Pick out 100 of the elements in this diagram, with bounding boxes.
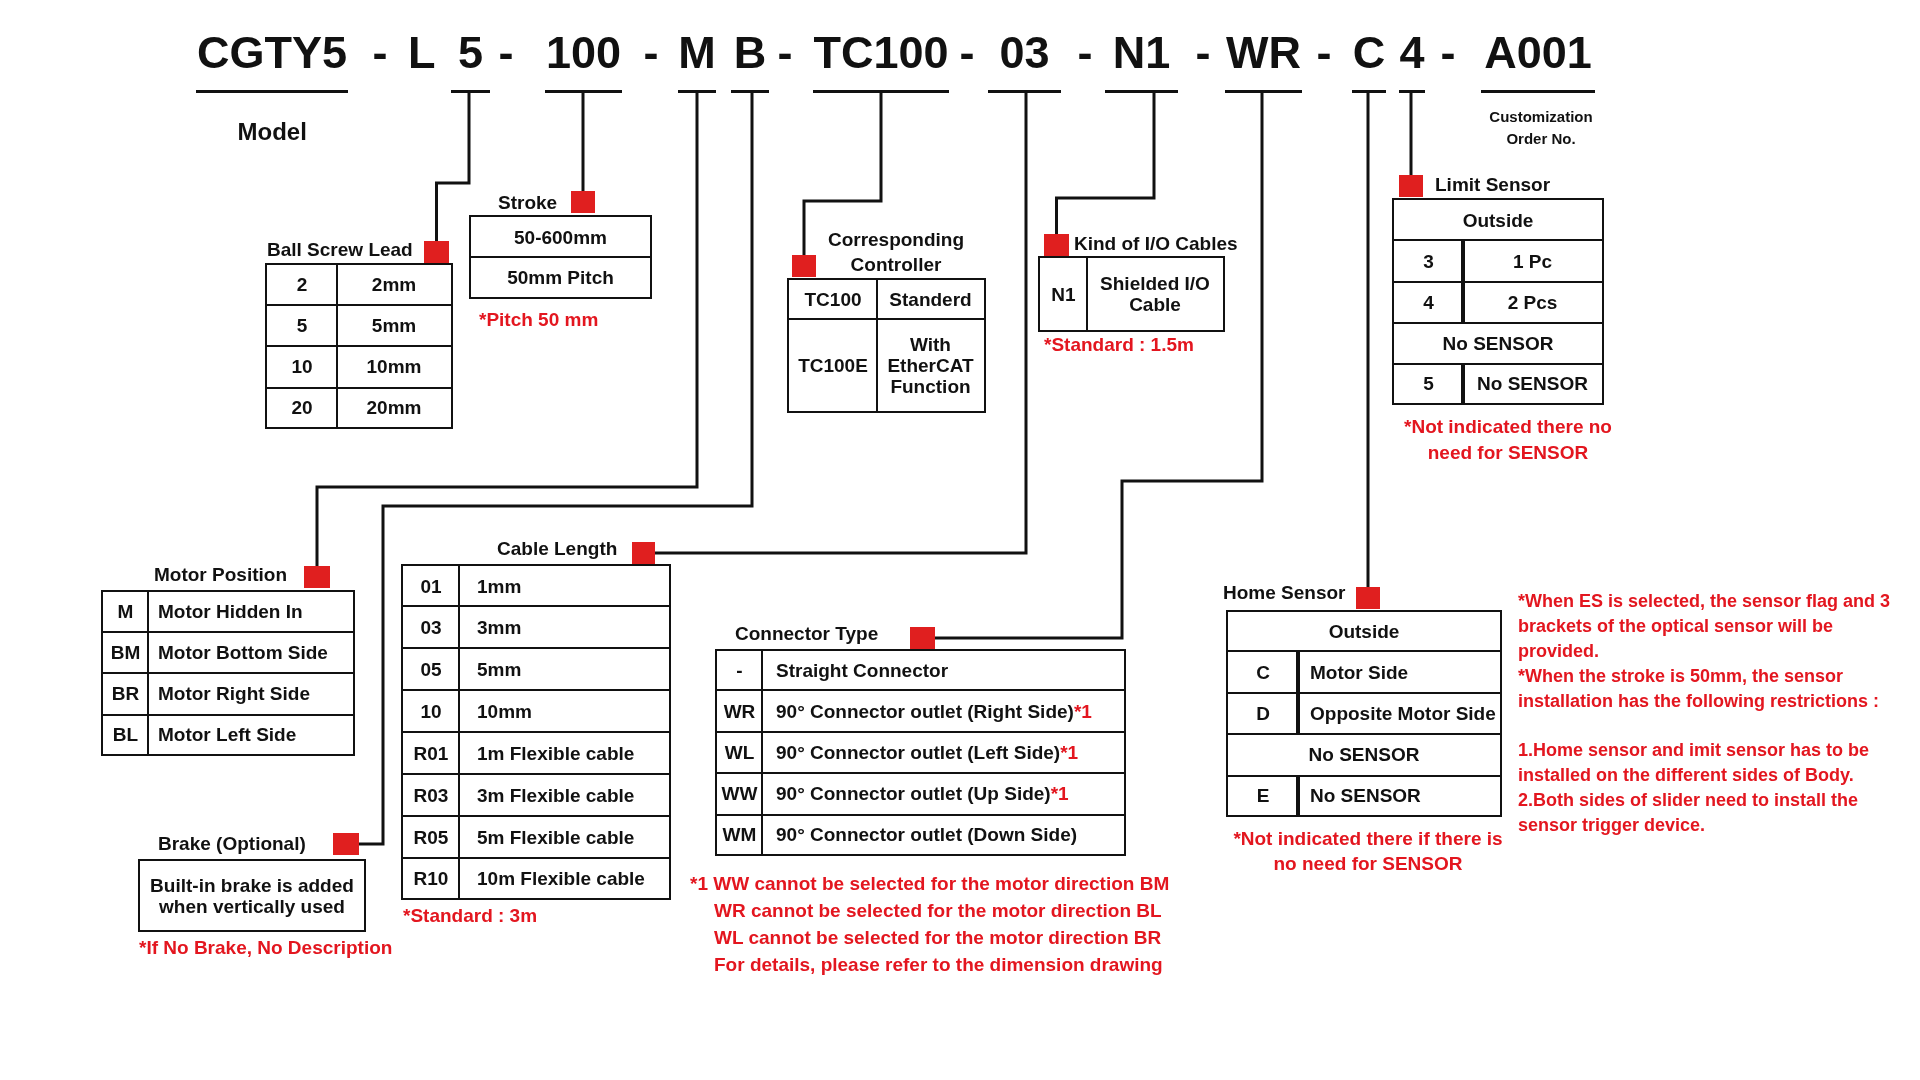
leader-line	[655, 93, 1028, 555]
option-code: 05	[420, 658, 442, 680]
option-description: Opposite Motor Side	[1310, 703, 1496, 724]
option-code: R03	[413, 784, 449, 806]
option-label: No SENSOR	[1442, 333, 1554, 354]
code-segment: TC100	[813, 30, 949, 93]
code-letter: L	[408, 30, 436, 75]
option-description: Shielded I/O Cable	[1099, 273, 1211, 315]
square-marker-icon	[333, 833, 359, 855]
option-code: -	[736, 660, 743, 682]
footnote-text: *Not indicated there no need for SENSOR	[1403, 415, 1613, 465]
code-separator: -	[777, 30, 793, 75]
option-description: 1 Pc	[1512, 250, 1553, 272]
model-code: CGTY5	[196, 30, 348, 93]
code-separator: -	[372, 30, 388, 75]
footnote-text: *Standard : 3m	[403, 905, 538, 927]
option-description: With EtherCAT Function	[886, 333, 975, 397]
option-code: BM	[110, 641, 141, 663]
option-code: R10	[413, 867, 449, 889]
table-heading: Ball Screw Lead	[267, 239, 413, 261]
option-code: 3	[1423, 250, 1434, 272]
square-marker-icon	[1399, 175, 1423, 197]
square-marker-icon	[1044, 234, 1069, 256]
code-separator: -	[959, 30, 975, 75]
option-code: R05	[413, 826, 449, 848]
square-marker-icon	[571, 191, 595, 213]
footnote-text: WL cannot be selected for the motor direction BR	[714, 927, 1162, 949]
note-text: *When the stroke is 50mm, the sensor installation has the following restrictions :	[1518, 665, 1881, 713]
option-label: Outside	[1328, 621, 1400, 643]
code-segment: N1	[1105, 30, 1178, 93]
code-segment: C	[1352, 30, 1386, 93]
note-text: 2.Both sides of slider need to install the sensor trigger device.	[1518, 789, 1860, 837]
leader-line	[1055, 93, 1156, 234]
footnote-text: WR cannot be selected for the motor direction BL	[714, 900, 1162, 922]
table-heading: Limit Sensor	[1435, 174, 1551, 196]
option-description: 20mm	[366, 396, 422, 418]
option-code: WW	[721, 783, 758, 805]
table-heading: Connector Type	[735, 623, 879, 645]
option-code: 4	[1423, 292, 1434, 313]
leader-line	[1366, 93, 1370, 587]
option-description: 90° Connector outlet (Right Side)	[776, 700, 1074, 722]
square-marker-icon	[1356, 587, 1380, 609]
leader-line	[1409, 93, 1413, 175]
option-description: 10mm	[366, 356, 422, 378]
option-description: 10m Flexible cable	[477, 867, 645, 889]
option-value: 50mm Pitch	[507, 266, 614, 288]
option-code: 20	[291, 396, 313, 418]
option-code: WL	[724, 742, 755, 763]
option-code: C	[1256, 661, 1270, 683]
code-segment: B	[731, 30, 769, 93]
option-description: 5mm	[371, 314, 417, 336]
square-marker-icon	[304, 566, 330, 588]
option-description: No SENSOR	[1310, 784, 1421, 806]
option-description: No SENSOR	[1477, 373, 1588, 394]
option-description: Motor Right Side	[158, 683, 310, 705]
option-description: 2mm	[371, 274, 417, 296]
leader-line	[935, 93, 1264, 640]
footnote-mark: *1	[1073, 700, 1092, 722]
table-heading: Motor Position	[154, 564, 287, 586]
option-code: BR	[111, 683, 140, 705]
option-code: TC100E	[798, 354, 868, 376]
footnote-text: For details, please refer to the dimension drawing	[714, 954, 1163, 976]
option-description: Motor Left Side	[158, 723, 297, 745]
code-caption: Customization Order No.	[1488, 107, 1594, 149]
square-marker-icon	[792, 255, 816, 277]
footnote-text: *Standard : 1.5m	[1044, 334, 1194, 356]
option-description: 2 Pcs	[1507, 292, 1558, 313]
table-heading: Kind of I/O Cables	[1074, 233, 1238, 255]
option-label: Outside	[1462, 209, 1534, 231]
option-label: No SENSOR	[1308, 744, 1420, 766]
square-marker-icon	[424, 241, 449, 263]
option-code: TC100	[804, 289, 862, 310]
leader-line	[435, 93, 471, 241]
option-code: 5	[1423, 373, 1434, 394]
code-segment: 4	[1399, 30, 1425, 93]
option-description: Motor Hidden In	[158, 601, 303, 623]
option-description: 90° Connector outlet (Down Side)	[776, 823, 1078, 845]
leader-line	[581, 93, 585, 191]
option-code: 2	[296, 274, 308, 296]
footnote-text: *1 WW cannot be selected for the motor direction BM	[690, 873, 1170, 895]
code-separator: -	[1077, 30, 1093, 75]
code-segment: M	[678, 30, 716, 93]
option-description: Motor Bottom Side	[158, 641, 328, 663]
code-segment: A001	[1481, 30, 1595, 93]
option-code: 5	[296, 314, 308, 336]
option-description: 1m Flexible cable	[477, 742, 635, 764]
option-description: 90° Connector outlet (Up Side)	[776, 783, 1051, 805]
code-segment: 5	[451, 30, 490, 93]
option-code: WR	[723, 700, 756, 722]
code-segment: 03	[988, 30, 1061, 93]
code-separator: -	[1195, 30, 1211, 75]
code-separator: -	[498, 30, 514, 75]
leader-line	[802, 93, 883, 255]
code-separator: -	[643, 30, 659, 75]
footnote-mark: *1	[1060, 742, 1079, 763]
option-code: 10	[291, 356, 313, 378]
option-code: 03	[420, 616, 442, 638]
footnote-text: *If No Brake, No Description	[139, 937, 393, 959]
option-description: 1mm	[477, 575, 522, 597]
option-code: BL	[112, 723, 139, 745]
